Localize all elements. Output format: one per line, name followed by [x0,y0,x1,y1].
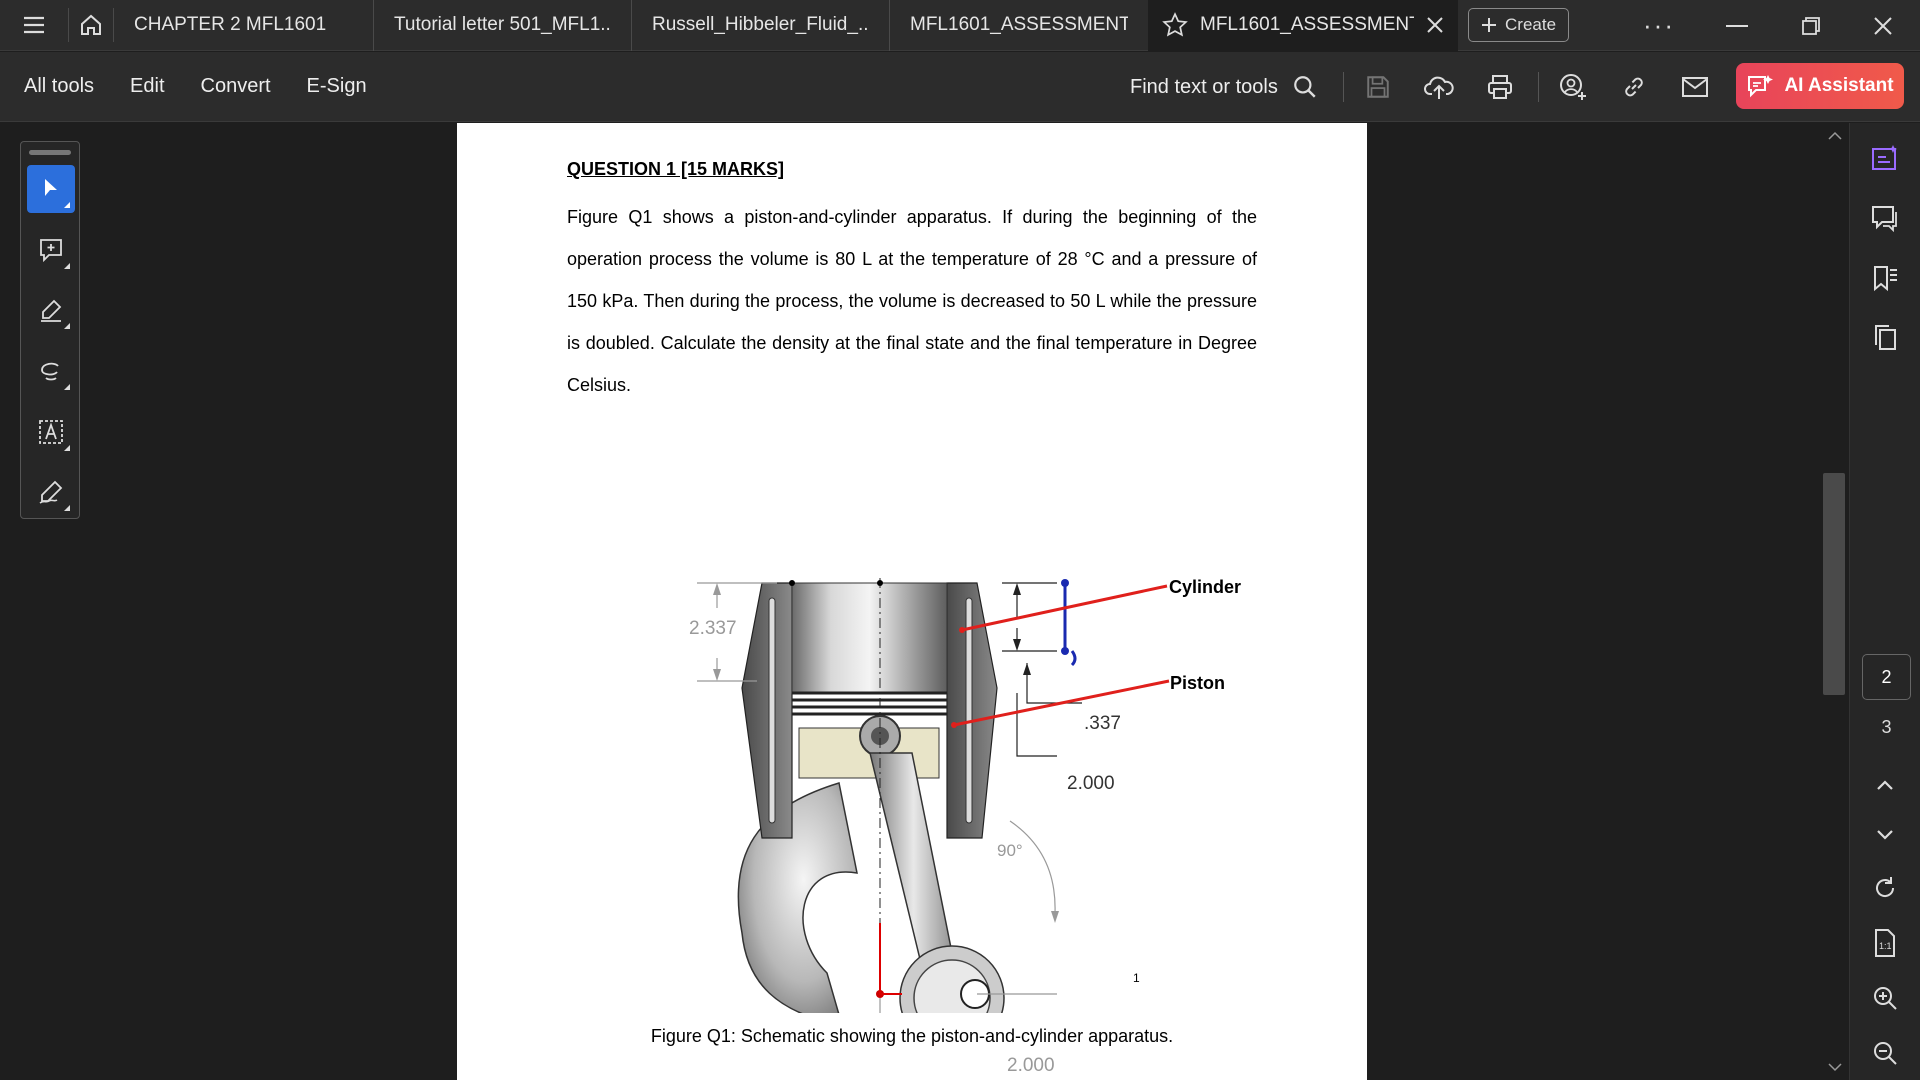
minimize-icon[interactable] [1700,0,1774,51]
divider [1538,72,1539,102]
question-title: QUESTION 1 [15 MARKS] [567,159,785,179]
next-page-icon[interactable] [1867,817,1903,853]
draw-freeform-tool-icon[interactable] [27,347,75,395]
tab-russell-hibbeler[interactable]: Russell_Hibbeler_Fluid_... [632,0,890,51]
dimension-2000-bottom: 2.000 [1007,1055,1055,1076]
scroll-up-icon[interactable] [1828,131,1842,141]
create-label: Create [1505,15,1557,34]
search-icon [1294,76,1316,98]
dimension-337: .337 [1084,713,1121,734]
link-icon[interactable] [1616,69,1652,105]
comments-icon[interactable] [1867,200,1903,236]
find-label: Find text or tools [1130,75,1278,98]
close-tab-icon[interactable] [1426,16,1444,34]
fit-page-icon[interactable]: 1:1 [1867,925,1903,961]
zoom-in-icon[interactable] [1867,980,1903,1016]
figure-caption: Figure Q1: Schematic showing the piston-… [650,1026,1174,1046]
cylinder-label: Cylinder [1169,577,1242,597]
plus-icon [1482,18,1496,32]
sign-tool-icon[interactable] [27,468,75,516]
divider [68,8,69,42]
create-button[interactable]: Create [1468,8,1570,42]
piston-crown [791,582,948,694]
close-window-icon[interactable] [1846,0,1920,51]
divider [1343,72,1344,102]
page-marker: 1 [1133,971,1140,985]
ai-assistant-icon [1748,75,1774,98]
select-tool-icon[interactable] [27,165,75,213]
tab-tutorial-letter[interactable]: Tutorial letter 501_MFL1... [374,0,632,51]
cylinder-wall-left [741,582,793,839]
tab-assessment-active[interactable]: MFL1601_ASSESSMENT... [1148,0,1458,51]
star-icon[interactable] [1162,12,1188,38]
tab-bar: CHAPTER 2 MFL1601 Tutorial letter 501_MF… [0,0,1920,51]
piston-leader-line [953,679,1170,727]
menu-convert[interactable]: Convert [200,75,271,97]
tab-chapter2[interactable]: CHAPTER 2 MFL1601 [114,0,374,51]
right-rail: 2 3 1:1 [1849,123,1920,1080]
divider [113,8,114,42]
restore-icon[interactable] [1774,0,1848,51]
vertical-scrollbar[interactable] [1822,123,1848,1080]
bookmarks-icon[interactable] [1867,260,1903,296]
tab-assessment-1[interactable]: MFL1601_ASSESSMENT... [890,0,1148,51]
upload-cloud-icon[interactable] [1421,69,1457,105]
piston-label: Piston [1170,673,1226,693]
add-comment-tool-icon[interactable] [27,226,75,274]
find-tools[interactable]: Find text or tools [1130,52,1318,122]
svg-text:1:1: 1:1 [1879,941,1892,951]
next-page-number[interactable]: 3 [1881,717,1892,737]
drag-handle[interactable] [29,150,71,155]
dimension-90: 90° [997,841,1023,860]
home-icon[interactable] [69,0,113,51]
print-icon[interactable] [1482,69,1518,105]
highlight-tool-icon[interactable] [27,286,75,334]
main-toolbar: All tools Edit Convert E-Sign Find text … [0,52,1920,122]
ai-summary-icon[interactable] [1867,140,1903,176]
dimension-2337: 2.337 [689,618,737,639]
zoom-out-icon[interactable] [1867,1035,1903,1071]
rotate-icon[interactable] [1867,870,1903,906]
previous-page-icon[interactable] [1867,767,1903,803]
piston-cylinder-figure [697,578,1170,1013]
current-page-indicator[interactable]: 2 [1862,654,1911,700]
text-box-tool-icon[interactable] [27,408,75,456]
document-page[interactable]: QUESTION 1 [15 MARKS] Figure Q1 shows a … [457,123,1367,1080]
share-user-icon[interactable] [1555,69,1591,105]
menu-all-tools[interactable]: All tools [24,75,95,97]
tab-label: Tutorial letter 501_MFL1... [394,14,611,35]
menu-esign[interactable]: E-Sign [306,75,367,97]
menu-edit[interactable]: Edit [130,75,165,97]
tab-label: MFL1601_ASSESSMENT... [1200,14,1414,35]
page-thumbnails-icon[interactable] [1867,320,1903,356]
hamburger-menu-icon[interactable] [0,0,68,51]
scroll-thumb[interactable] [1823,473,1845,695]
scroll-down-icon[interactable] [1828,1062,1842,1072]
tab-label: Russell_Hibbeler_Fluid_... [652,14,869,35]
ai-assistant-button[interactable]: AI Assistant [1736,63,1904,109]
quick-tools-panel [20,141,80,519]
email-icon[interactable] [1677,69,1713,105]
more-options-icon[interactable]: ··· [1643,10,1675,40]
tab-label: MFL1601_ASSESSMENT... [910,14,1128,35]
tab-label: CHAPTER 2 MFL1601 [134,14,327,35]
cylinder-leader-line [961,584,1168,632]
dimension-2000-top: 2.000 [1067,773,1115,794]
save-icon[interactable] [1360,69,1396,105]
ai-assistant-label: AI Assistant [1784,75,1894,96]
question-paragraph: Figure Q1 shows a piston-and-cylinder ap… [567,207,1257,395]
